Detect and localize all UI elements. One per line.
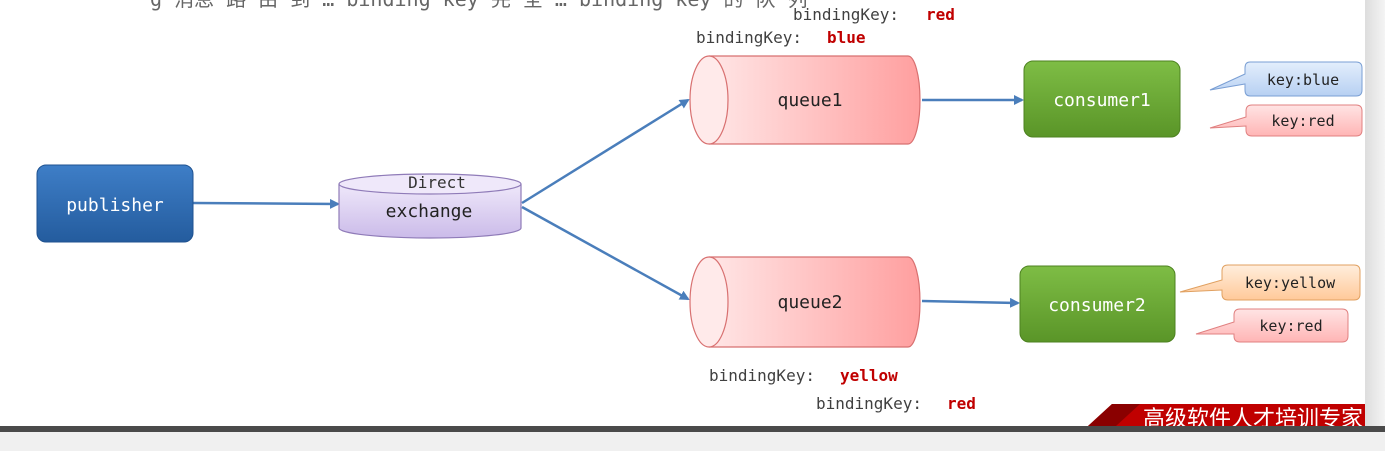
publisher-label: publisher (66, 195, 164, 216)
binding-key-queue1-blue: bindingKey: blue (696, 28, 866, 47)
arrow-queue2-consumer2 (921, 297, 1020, 308)
binding-key-label: bindingKey: (793, 5, 899, 24)
queue1-label: queue1 (777, 90, 842, 111)
consumer1-node: consumer1 (1023, 60, 1181, 138)
callout-consumer2-red: key:red (1195, 308, 1349, 343)
arrow-exchange-queue1 (521, 98, 690, 205)
queue2-node: queue2 (689, 256, 921, 348)
right-scrollbar-edge (1365, 0, 1385, 451)
binding-key-value: red (926, 5, 955, 24)
binding-key-label: bindingKey: (816, 394, 922, 413)
svg-text:bindingKey:: bindingKey: (793, 5, 899, 24)
exchange-node: Direct exchange (338, 173, 522, 239)
callout-key-text: key:red (1259, 317, 1322, 335)
binding-key-value: yellow (840, 366, 898, 385)
publisher-node: publisher (36, 164, 194, 243)
header-text: g 消息 路 由 到 … binding key 完 全 … binding k… (150, 0, 808, 11)
binding-key-queue2-yellow: bindingKey: yellow (709, 366, 898, 385)
svg-text:bindingKey:: bindingKey: (816, 394, 922, 413)
callout-key-text: key:yellow (1245, 274, 1336, 292)
svg-text:bindingKey:: bindingKey: (696, 28, 802, 47)
arrow-publisher-exchange (192, 198, 340, 209)
bottom-toolbar (0, 426, 1385, 451)
callout-consumer2-yellow: key:yellow (1179, 264, 1361, 301)
queue1-node: queue1 (689, 55, 921, 145)
binding-key-queue1-red: bindingKey: red (793, 5, 955, 24)
arrow-exchange-queue2 (521, 205, 690, 301)
callout-key-text: key:red (1271, 112, 1334, 130)
binding-key-label: bindingKey: (696, 28, 802, 47)
callout-consumer1-red: key:red (1209, 104, 1363, 137)
binding-key-value: red (947, 394, 976, 413)
callout-consumer1-blue: key:blue (1209, 61, 1363, 97)
queue2-label: queue2 (777, 292, 842, 313)
exchange-type-label: Direct (408, 173, 466, 192)
consumer1-label: consumer1 (1053, 90, 1151, 111)
exchange-name-label: exchange (386, 201, 473, 222)
binding-key-label: bindingKey: (709, 366, 815, 385)
consumer2-node: consumer2 (1019, 265, 1176, 343)
consumer2-label: consumer2 (1048, 295, 1146, 316)
binding-key-queue2-red: bindingKey: red (816, 394, 976, 413)
binding-key-value: blue (827, 28, 866, 47)
callout-key-text: key:blue (1267, 71, 1339, 89)
svg-text:bindingKey:: bindingKey: (709, 366, 815, 385)
